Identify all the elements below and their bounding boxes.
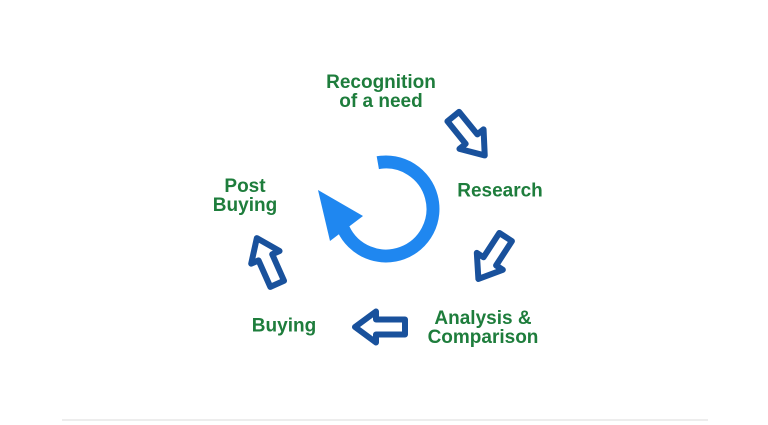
- arrow-recognition-to-research-icon: [444, 108, 488, 159]
- cycle-loop-icon: [318, 155, 440, 263]
- stage-label-recognition: Recognition of a need: [326, 73, 436, 111]
- stage-label-line: Recognition: [326, 72, 436, 93]
- stage-label-line: Analysis &: [434, 308, 532, 329]
- arrow-analysis-to-buying-icon: [352, 308, 408, 346]
- stage-label-line: of a need: [339, 91, 423, 112]
- stage-label-line: Buying: [212, 195, 278, 216]
- cycle-loop-arrowhead-icon: [318, 190, 363, 241]
- arrow-buying-to-post-buying-icon: [248, 235, 288, 290]
- arrow-research-to-analysis-icon: [473, 229, 515, 282]
- stage-label-post-buying: Post Buying: [213, 177, 277, 215]
- stage-label-buying: Buying: [251, 315, 317, 337]
- stage-label-line: Post: [224, 176, 266, 197]
- stage-label-research: Research: [457, 180, 543, 202]
- cycle-loop-arrow-icon: [337, 155, 440, 263]
- slide-bottom-edge-line: [62, 419, 708, 421]
- stage-label-line: Comparison: [427, 327, 539, 348]
- stage-label-analysis-comparison: Analysis & Comparison: [428, 309, 539, 347]
